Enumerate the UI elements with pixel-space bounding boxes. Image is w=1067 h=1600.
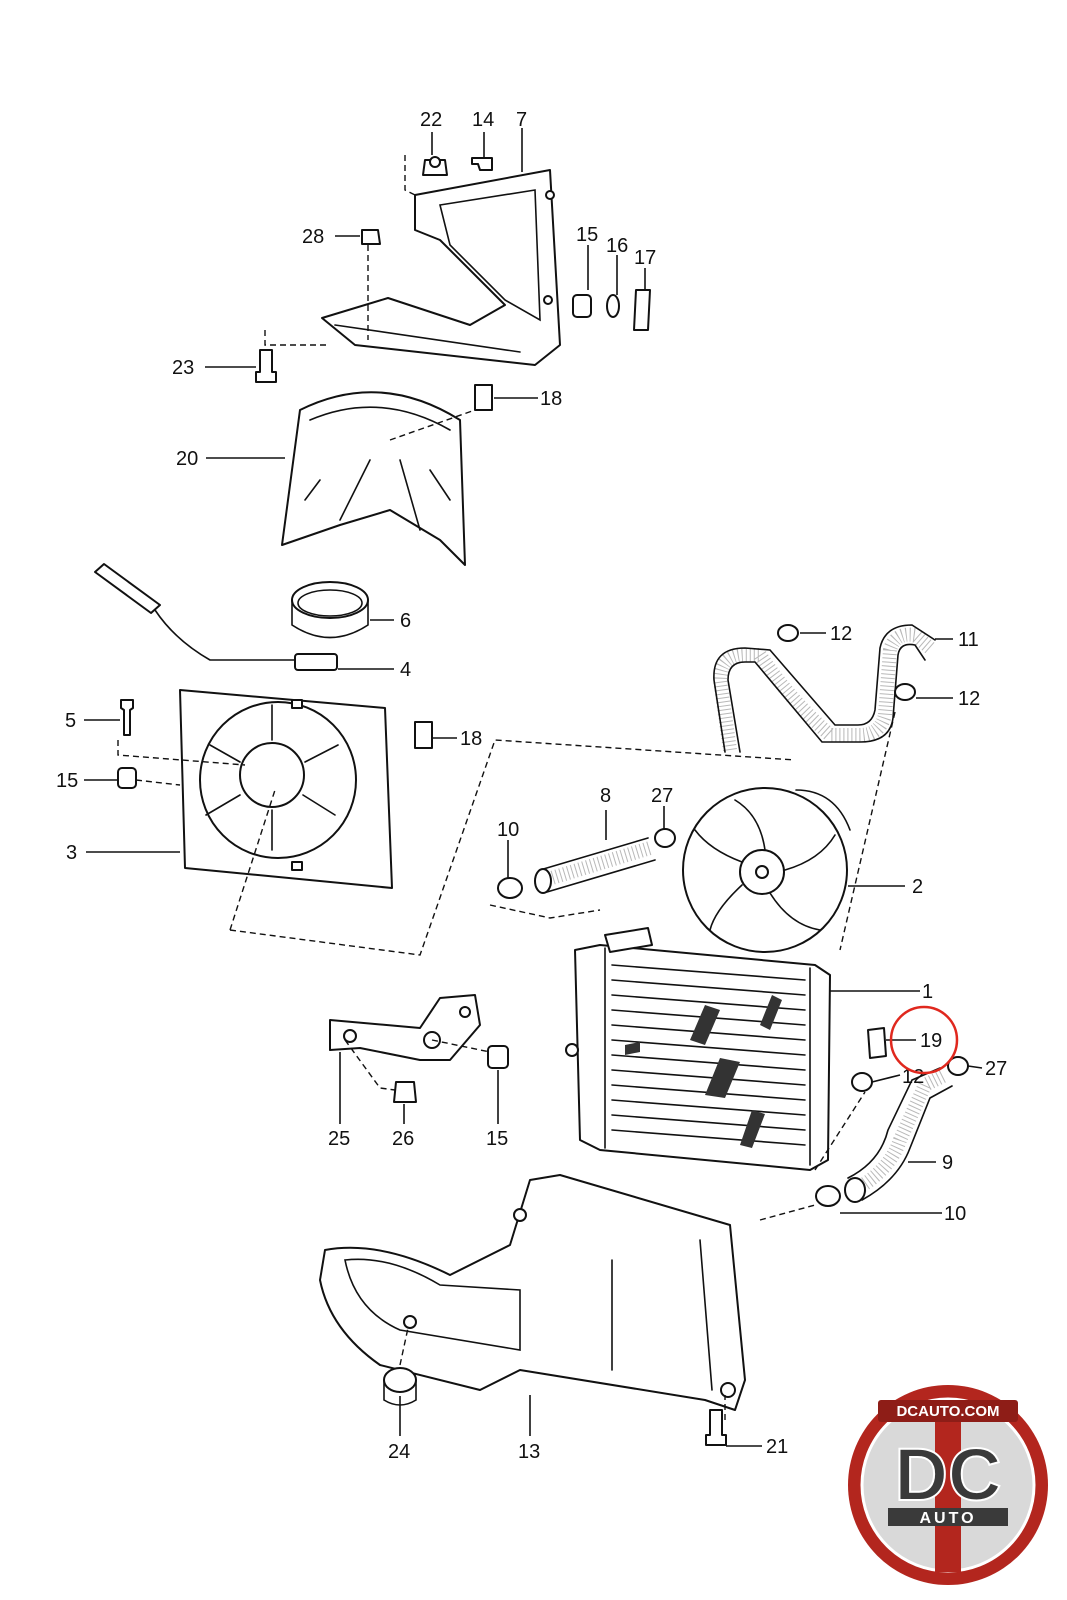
part-12-clamp-c bbox=[851, 1072, 873, 1092]
part-9-coolant-hose bbox=[844, 1067, 953, 1203]
callout-labels: 22 14 7 28 15 16 17 23 18 20 6 4 5 15 3 … bbox=[56, 109, 1007, 1463]
callout-18-top: 18 bbox=[540, 388, 562, 410]
callout-27-top: 27 bbox=[651, 785, 673, 807]
dcauto-logo: DCAUTO.COM DC AUTO bbox=[848, 1385, 1048, 1585]
callout-23: 23 bbox=[172, 357, 194, 379]
part-25-bracket bbox=[329, 994, 481, 1061]
callout-10-top: 10 bbox=[497, 819, 519, 841]
callout-27-right: 27 bbox=[985, 1058, 1007, 1080]
callout-22: 22 bbox=[420, 109, 442, 131]
part-13-air-duct bbox=[319, 1174, 746, 1411]
part-8-coolant-hose bbox=[534, 837, 656, 894]
callout-2: 2 bbox=[912, 876, 923, 898]
callout-21: 21 bbox=[766, 1436, 788, 1458]
part-1-radiator bbox=[565, 927, 831, 1171]
callout-4: 4 bbox=[400, 659, 411, 681]
callout-15-top: 15 bbox=[576, 224, 598, 246]
callout-25: 25 bbox=[328, 1128, 350, 1150]
callout-3: 3 bbox=[66, 842, 77, 864]
callout-28: 28 bbox=[302, 226, 324, 248]
callout-15-left: 15 bbox=[56, 770, 78, 792]
callout-5: 5 bbox=[65, 710, 76, 732]
part-21-bolt bbox=[705, 1409, 727, 1446]
callout-10-bottom: 10 bbox=[944, 1203, 966, 1225]
callout-12-c: 12 bbox=[902, 1066, 924, 1088]
part-11-coolant-hose bbox=[712, 624, 936, 753]
part-24-grommet bbox=[383, 1367, 417, 1406]
part-15-grommet-top bbox=[572, 294, 592, 318]
part-12-clamp-b bbox=[894, 683, 916, 701]
callout-12-b: 12 bbox=[958, 688, 980, 710]
part-4-temperature-sensor bbox=[94, 563, 338, 671]
leader-lines bbox=[84, 128, 983, 1447]
assembly-lines bbox=[117, 155, 896, 1420]
callout-26: 26 bbox=[392, 1128, 414, 1150]
callout-11: 11 bbox=[958, 629, 979, 651]
part-28-clip bbox=[361, 229, 381, 245]
highlight-circle bbox=[889, 1005, 959, 1075]
part-10-clamp-bottom bbox=[815, 1185, 841, 1207]
logo-initials: DC bbox=[895, 1433, 1002, 1516]
part-18-clip-top bbox=[474, 384, 493, 411]
callout-1: 1 bbox=[922, 981, 933, 1003]
part-14-clip bbox=[471, 157, 493, 171]
part-27-clamp-top bbox=[654, 828, 676, 848]
part-7-mounting-bracket bbox=[321, 169, 561, 366]
callout-16: 16 bbox=[606, 235, 628, 257]
callout-24: 24 bbox=[388, 1441, 410, 1463]
part-18-clip-mid bbox=[414, 721, 433, 749]
part-5-screw bbox=[120, 699, 134, 736]
part-15-grommet-left bbox=[117, 767, 137, 789]
part-19-plug bbox=[867, 1027, 887, 1059]
part-26-nut bbox=[393, 1081, 417, 1103]
part-6-seal-ring bbox=[291, 581, 369, 639]
callout-13: 13 bbox=[518, 1441, 540, 1463]
part-15-grommet-bottom bbox=[487, 1045, 509, 1069]
callout-7: 7 bbox=[516, 109, 527, 131]
callout-18-mid: 18 bbox=[460, 728, 482, 750]
callout-14: 14 bbox=[472, 109, 494, 131]
callout-8: 8 bbox=[600, 785, 611, 807]
callout-17: 17 bbox=[634, 247, 656, 269]
part-23-bolt bbox=[255, 349, 277, 383]
part-16-washer bbox=[606, 294, 620, 318]
callout-15-bottom: 15 bbox=[486, 1128, 508, 1150]
logo-wordmark: AUTO bbox=[919, 1510, 976, 1527]
logo-domain: DCAUTO.COM bbox=[896, 1403, 999, 1420]
part-22-nut bbox=[422, 156, 448, 176]
part-2-fan bbox=[682, 787, 851, 953]
callout-6: 6 bbox=[400, 610, 411, 632]
part-20-air-duct bbox=[281, 391, 466, 566]
part-3-fan-frame bbox=[179, 689, 393, 889]
callout-12-a: 12 bbox=[830, 623, 852, 645]
callout-9: 9 bbox=[942, 1152, 953, 1174]
part-10-clamp-top bbox=[497, 877, 523, 899]
callout-19: 19 bbox=[920, 1030, 942, 1052]
part-17-clamp bbox=[633, 289, 651, 331]
callout-20: 20 bbox=[176, 448, 198, 470]
part-12-clamp-a bbox=[777, 624, 799, 642]
